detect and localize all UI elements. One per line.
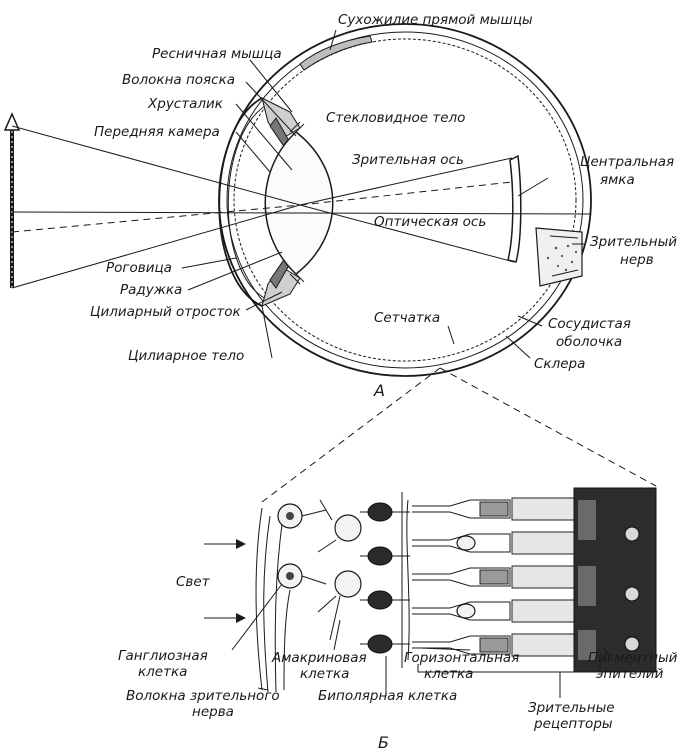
caption-b: Б <box>378 733 389 752</box>
label-nerve-fibers-line2: нерва <box>192 704 234 720</box>
zonule-fibers <box>289 121 305 285</box>
receptor-row <box>412 565 575 589</box>
label-ganglion-line1: Ганглиозная <box>118 648 208 664</box>
label-pigment-line1: Пигментный <box>588 650 678 666</box>
caption-a: А <box>373 381 385 400</box>
label-visual-axis: Зрительная ось <box>352 152 464 168</box>
label-zonule-fibers: Волокна пояска <box>122 72 235 88</box>
optic-nerve <box>535 227 583 287</box>
label-cornea: Роговица <box>106 260 172 276</box>
label-ganglion-line2: клетка <box>138 664 187 680</box>
label-nerve-fibers-line1: Волокна зрительного <box>126 688 280 704</box>
lens <box>264 131 334 275</box>
pigment-epithelium <box>573 487 657 673</box>
label-retina: Сетчатка <box>374 310 440 326</box>
label-amacrine-line2: клетка <box>300 666 349 682</box>
horizontal-cells <box>401 492 410 668</box>
object-arrow <box>3 112 21 288</box>
ciliary-body-lower <box>261 265 301 307</box>
cornea <box>218 97 263 307</box>
label-pigment-line2: эпителий <box>596 666 664 682</box>
label-amacrine-line1: Амакриновая <box>271 650 367 666</box>
label-anterior-chamber: Передняя камера <box>94 124 220 140</box>
label-iris: Радужка <box>120 282 182 298</box>
label-vitreous-body: Стекловидное тело <box>326 110 465 126</box>
label-bipolar: Биполярная клетка <box>318 688 457 704</box>
label-optical-axis: Оптическая ось <box>374 214 486 230</box>
zoom-lines <box>261 367 657 503</box>
muscle-tendon <box>299 35 373 71</box>
light-rays <box>11 125 591 289</box>
label-fovea-line1: Центральная <box>580 154 674 170</box>
label-choroid-line2: оболочка <box>556 334 622 350</box>
eye-cross-section: Сухожилие прямой мышцы Ресничная мышца В… <box>3 12 677 400</box>
bipolar-cells <box>360 502 410 654</box>
retina-layers: Свет <box>118 487 678 752</box>
label-ciliary-process: Цилиарный отросток <box>90 304 242 320</box>
label-sclera: Склера <box>534 356 585 372</box>
label-horizontal-line1: Горизонтальная <box>404 650 519 666</box>
label-receptors-line1: Зрительные <box>528 700 615 716</box>
receptor-row <box>412 599 575 623</box>
receptor-row <box>412 531 575 555</box>
label-receptors-line2: рецепторы <box>533 716 613 732</box>
light-arrows <box>204 539 246 623</box>
label-optic-nerve-line1: Зрительный <box>590 234 677 250</box>
label-ciliary-body: Цилиарное тело <box>128 348 244 364</box>
label-tendon: Сухожилие прямой мышцы <box>338 12 533 28</box>
label-lens: Хрусталик <box>147 96 224 112</box>
label-ciliary-muscle: Ресничная мышца <box>152 46 282 62</box>
receptor-row <box>412 497 575 521</box>
amacrine-cells <box>317 499 362 641</box>
label-light: Свет <box>176 574 211 590</box>
label-choroid-line1: Сосудистая <box>548 316 631 332</box>
fovea-retina-arc <box>507 154 522 263</box>
retina-outline <box>233 38 577 362</box>
photoreceptors <box>412 497 575 657</box>
choroid-outline <box>226 31 584 369</box>
ganglion-cells <box>277 503 327 589</box>
label-optic-nerve-line2: нерв <box>620 252 654 268</box>
label-fovea-line2: ямка <box>600 172 635 188</box>
nerve-fibers <box>255 507 291 693</box>
leader-lines-a <box>181 29 584 359</box>
label-horizontal-line2: клетка <box>424 666 473 682</box>
leader-lines-b <box>231 583 613 698</box>
